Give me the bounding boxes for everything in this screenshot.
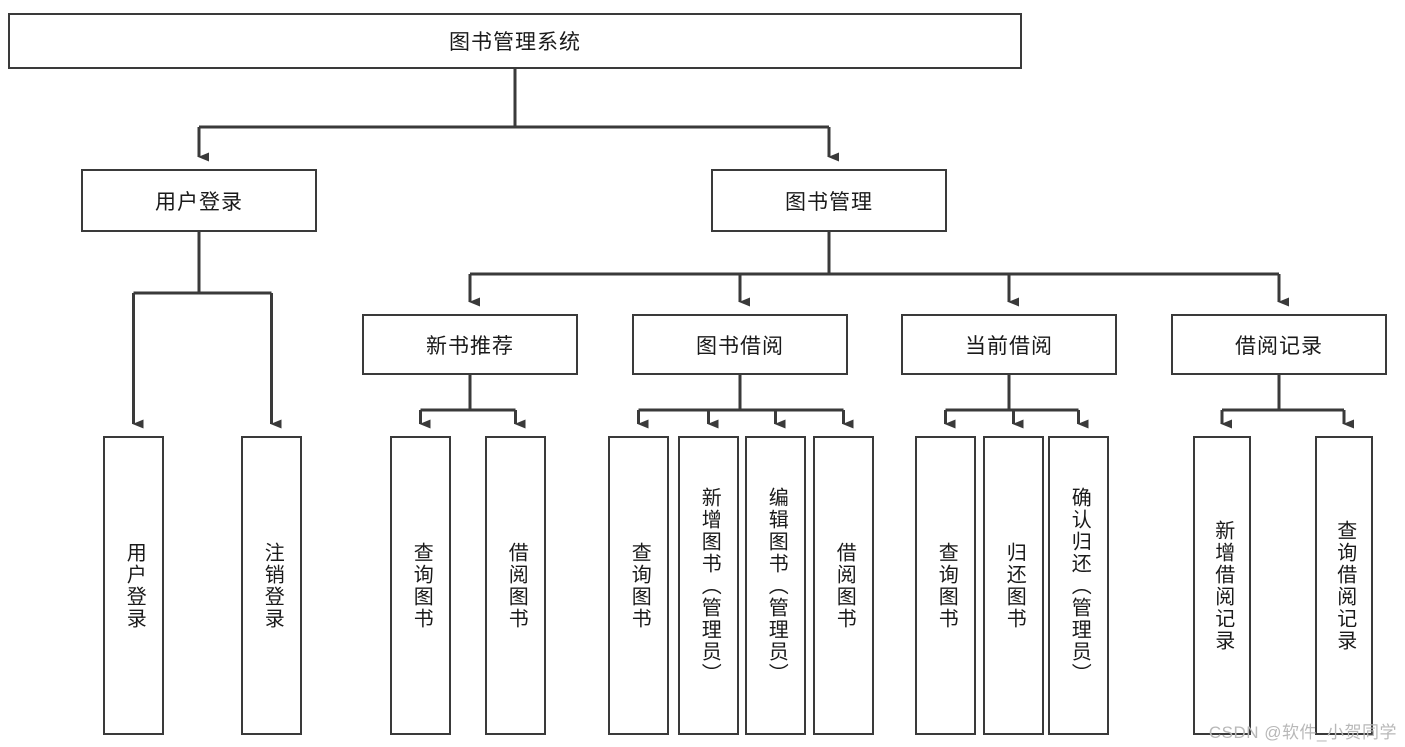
leaf-user-login-label: 用户登录 <box>123 541 146 630</box>
leaf-query-book-3-label: 查询图书 <box>935 541 958 630</box>
node-user-login-label: 用户登录 <box>155 190 243 214</box>
watermark-text: CSDN @软件_小贺同学 <box>1208 723 1397 742</box>
leaf-logout[interactable]: 注销登录 <box>241 436 302 735</box>
leaf-confirm-return[interactable]: 确认归还（管理员） <box>1048 436 1109 735</box>
leaf-add-borrow-record[interactable]: 新增借阅记录 <box>1193 436 1251 735</box>
leaf-add-book-label: 新增图书（管理员） <box>698 486 721 685</box>
leaf-confirm-return-label: 确认归还（管理员） <box>1068 486 1091 685</box>
node-borrow-record[interactable]: 借阅记录 <box>1171 314 1387 375</box>
leaf-query-book-1[interactable]: 查询图书 <box>390 436 451 735</box>
leaf-borrow-book-1-label: 借阅图书 <box>505 541 528 630</box>
node-root-label: 图书管理系统 <box>449 31 581 54</box>
leaf-edit-book-label: 编辑图书（管理员） <box>765 486 788 685</box>
node-current-borrow-label: 当前借阅 <box>965 334 1053 358</box>
leaf-query-book-2-label: 查询图书 <box>628 541 651 630</box>
leaf-query-book-3[interactable]: 查询图书 <box>915 436 976 735</box>
node-book-borrow-label: 图书借阅 <box>696 334 784 358</box>
node-book-management-label: 图书管理 <box>785 190 873 214</box>
node-book-management[interactable]: 图书管理 <box>711 169 947 232</box>
node-new-book-recommend-label: 新书推荐 <box>426 334 514 358</box>
leaf-query-book-2[interactable]: 查询图书 <box>608 436 669 735</box>
leaf-query-borrow-record-label: 查询借阅记录 <box>1333 519 1356 652</box>
node-borrow-record-label: 借阅记录 <box>1235 334 1323 358</box>
leaf-user-login[interactable]: 用户登录 <box>103 436 164 735</box>
leaf-logout-label: 注销登录 <box>261 541 284 630</box>
leaf-return-book-label: 归还图书 <box>1003 541 1026 630</box>
leaf-add-book[interactable]: 新增图书（管理员） <box>678 436 739 735</box>
node-book-borrow[interactable]: 图书借阅 <box>632 314 848 375</box>
leaf-borrow-book-2-label: 借阅图书 <box>833 541 856 630</box>
leaf-edit-book[interactable]: 编辑图书（管理员） <box>745 436 806 735</box>
leaf-borrow-book-1[interactable]: 借阅图书 <box>485 436 546 735</box>
leaf-add-borrow-record-label: 新增借阅记录 <box>1211 519 1234 652</box>
leaf-query-book-1-label: 查询图书 <box>410 541 433 630</box>
node-new-book-recommend[interactable]: 新书推荐 <box>362 314 578 375</box>
leaf-borrow-book-2[interactable]: 借阅图书 <box>813 436 874 735</box>
node-user-login[interactable]: 用户登录 <box>81 169 317 232</box>
node-root[interactable]: 图书管理系统 <box>8 13 1022 69</box>
leaf-query-borrow-record[interactable]: 查询借阅记录 <box>1315 436 1373 735</box>
leaf-return-book[interactable]: 归还图书 <box>983 436 1044 735</box>
node-current-borrow[interactable]: 当前借阅 <box>901 314 1117 375</box>
